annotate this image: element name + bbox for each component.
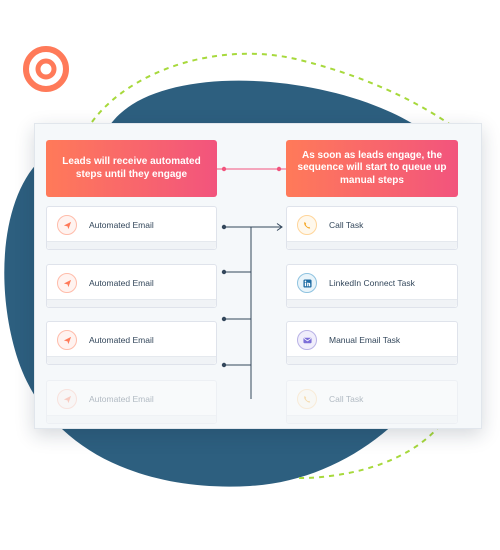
- manual-steps-header: As soon as leads engage, the sequence wi…: [286, 140, 458, 197]
- step-label: Automated Email: [89, 220, 154, 230]
- target-ring-icon: [23, 46, 69, 92]
- manual-email-task-step[interactable]: Manual Email Task: [286, 321, 458, 365]
- automated-email-step[interactable]: Automated Email: [46, 264, 217, 308]
- call-task-step[interactable]: Call Task: [286, 206, 458, 250]
- dashed-orbit-path: [91, 52, 456, 129]
- paper-plane-icon: [57, 389, 77, 409]
- paper-plane-icon: [57, 215, 77, 235]
- phone-icon: [297, 389, 317, 409]
- step-label: Call Task: [329, 394, 364, 404]
- automated-steps-header: Leads will receive automated steps until…: [46, 140, 217, 197]
- automated-email-step[interactable]: Automated Email: [46, 380, 217, 424]
- step-label: LinkedIn Connect Task: [329, 278, 415, 288]
- paper-plane-icon: [57, 330, 77, 350]
- call-task-step[interactable]: Call Task: [286, 380, 458, 424]
- phone-icon: [297, 215, 317, 235]
- email-icon: [297, 330, 317, 350]
- linkedin-connect-task-step[interactable]: LinkedIn Connect Task: [286, 264, 458, 308]
- dashed-orbit-path-bottom: [294, 424, 441, 479]
- step-label: Automated Email: [89, 394, 154, 404]
- sequence-panel: Leads will receive automated steps until…: [34, 123, 482, 429]
- automated-email-step[interactable]: Automated Email: [46, 206, 217, 250]
- step-label: Automated Email: [89, 335, 154, 345]
- step-label: Manual Email Task: [329, 335, 401, 345]
- linkedin-icon: [297, 273, 317, 293]
- paper-plane-icon: [57, 273, 77, 293]
- automated-email-step[interactable]: Automated Email: [46, 321, 217, 365]
- step-label: Automated Email: [89, 278, 154, 288]
- step-label: Call Task: [329, 220, 364, 230]
